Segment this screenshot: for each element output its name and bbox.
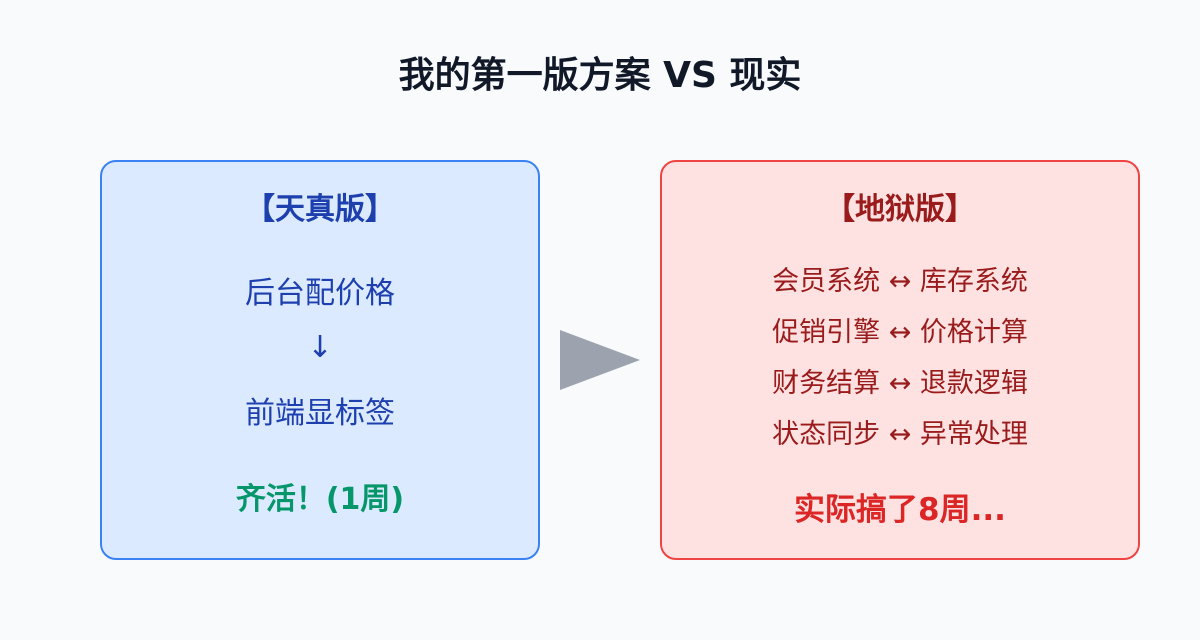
hell-heading: 【地狱版】 — [825, 192, 975, 227]
down-arrow-icon: ↓ — [307, 330, 333, 365]
hell-result: 实际搞了8周... — [794, 492, 1006, 528]
hell-plan-box: 【地狱版】 会员系统 ↔ 库存系统 促销引擎 ↔ 价格计算 财务结算 ↔ 退款逻… — [660, 160, 1140, 560]
naive-step: 后台配价格 — [245, 276, 395, 311]
right-arrow-icon — [560, 330, 640, 390]
page-title: 我的第一版方案 VS 现实 — [398, 55, 802, 96]
dependency-pair: 状态同步 ↔ 异常处理 — [772, 419, 1028, 450]
naive-heading: 【天真版】 — [245, 192, 395, 227]
naive-plan-box: 【天真版】 后台配价格 ↓ 前端显标签 齐活！(1周) — [100, 160, 540, 560]
dependency-pair: 财务结算 ↔ 退款逻辑 — [772, 368, 1028, 399]
naive-result: 齐活！(1周) — [235, 482, 405, 517]
naive-step: 前端显标签 — [245, 396, 395, 431]
dependency-pair: 会员系统 ↔ 库存系统 — [772, 266, 1028, 297]
dependency-pair: 促销引擎 ↔ 价格计算 — [772, 317, 1028, 348]
